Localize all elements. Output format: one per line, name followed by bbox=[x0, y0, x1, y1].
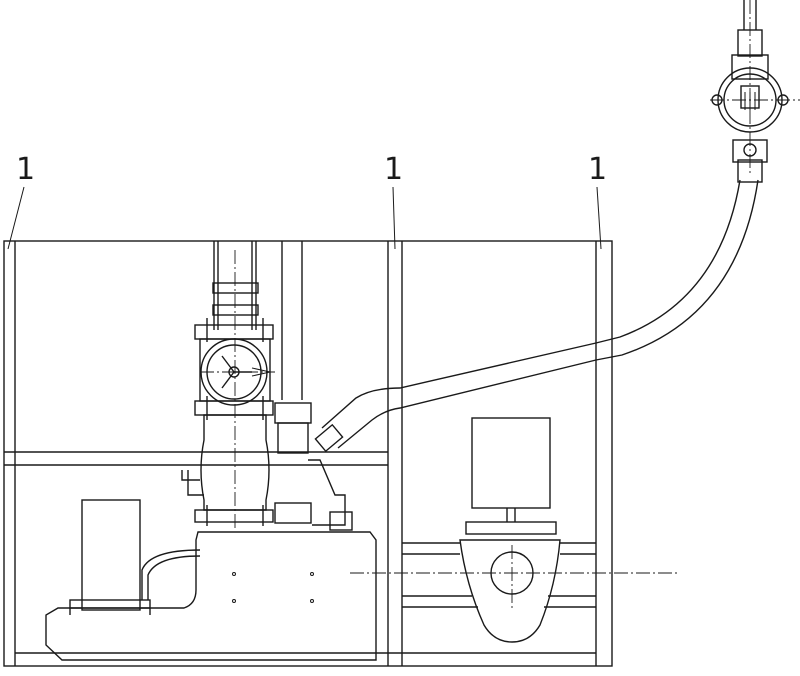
side-coupling bbox=[274, 402, 353, 531]
gate-valve bbox=[194, 338, 274, 420]
callout-label-right: 1 bbox=[588, 152, 608, 187]
top-fitting bbox=[710, 0, 800, 183]
callout-leaders bbox=[7, 186, 602, 250]
pump-unit bbox=[402, 417, 596, 643]
discharge-pipe bbox=[314, 179, 759, 453]
callout-label-middle: 1 bbox=[384, 152, 404, 187]
collection-tank bbox=[45, 499, 377, 661]
callout-label-left: 1 bbox=[16, 152, 36, 187]
valve-body bbox=[181, 414, 274, 526]
centre-lines bbox=[200, 250, 680, 610]
vertical-pipe bbox=[194, 241, 274, 342]
frame bbox=[3, 240, 613, 667]
